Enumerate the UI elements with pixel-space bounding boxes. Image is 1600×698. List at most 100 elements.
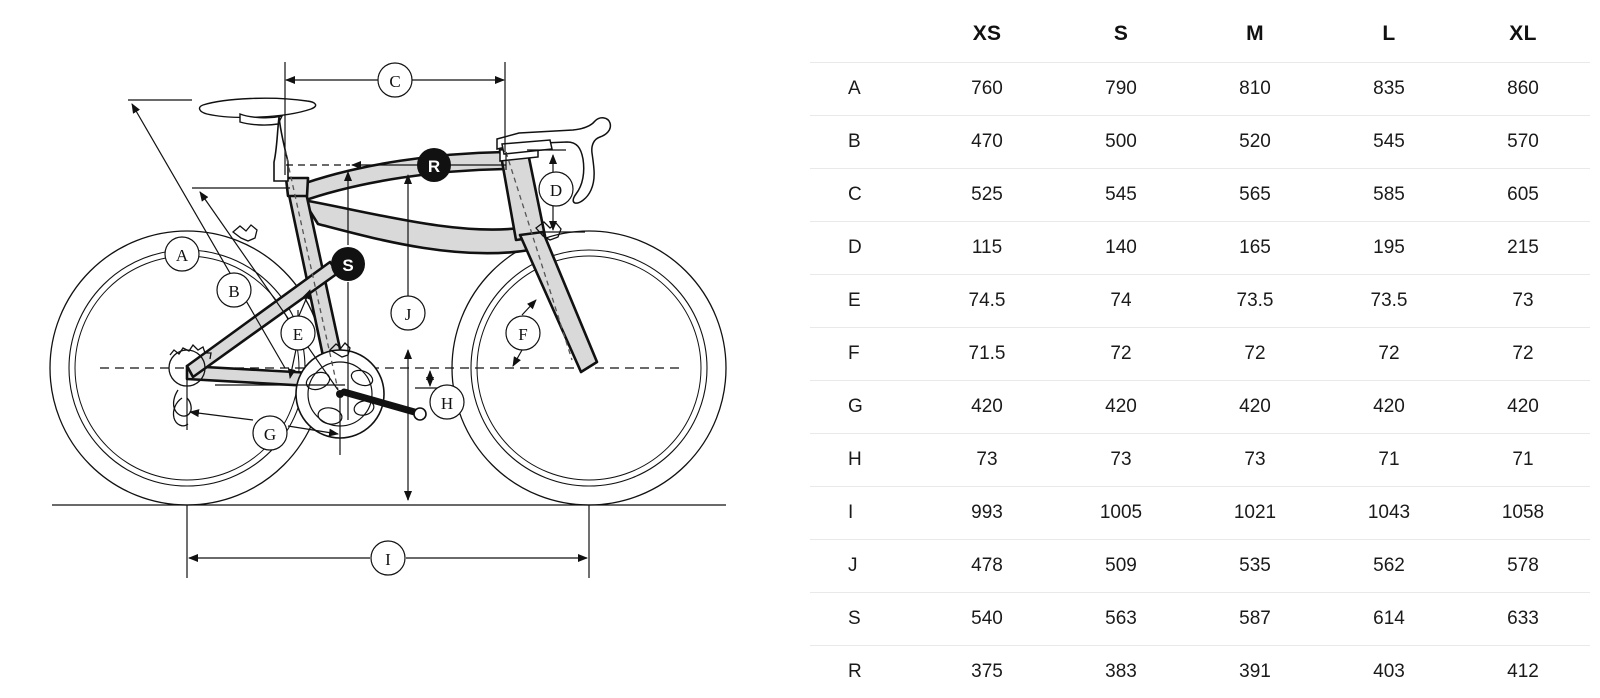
cell-value: 383 [1054, 646, 1188, 698]
crankset [296, 350, 426, 438]
cell-value: 545 [1054, 169, 1188, 222]
cell-value: 420 [1188, 381, 1322, 434]
cell-value: 860 [1456, 63, 1590, 116]
svg-text:D: D [550, 181, 562, 200]
cell-value: 72 [1188, 328, 1322, 381]
row-label: F [810, 328, 920, 381]
cell-value: 810 [1188, 63, 1322, 116]
svg-text:E: E [293, 325, 303, 344]
rear-brake [233, 225, 257, 241]
callout-F: F [506, 316, 540, 350]
cell-value: 563 [1054, 593, 1188, 646]
svg-text:I: I [385, 550, 391, 569]
row-label: A [810, 63, 920, 116]
cell-value: 391 [1188, 646, 1322, 698]
callout-I: I [371, 541, 405, 575]
cell-value: 760 [920, 63, 1054, 116]
cell-value: 545 [1322, 116, 1456, 169]
cell-value: 520 [1188, 116, 1322, 169]
svg-text:C: C [389, 72, 400, 91]
cell-value: 71.5 [920, 328, 1054, 381]
callout-G: G [253, 416, 287, 450]
cell-value: 73 [1188, 434, 1322, 487]
cell-value: 1058 [1456, 487, 1590, 540]
row-label: C [810, 169, 920, 222]
cell-value: 71 [1456, 434, 1590, 487]
callout-E: E [281, 316, 315, 350]
cell-value: 835 [1322, 63, 1456, 116]
cell-value: 509 [1054, 540, 1188, 593]
cell-value: 525 [920, 169, 1054, 222]
callout-C: C [378, 63, 412, 97]
svg-text:S: S [342, 256, 353, 275]
cell-value: 74.5 [920, 275, 1054, 328]
cell-value: 540 [920, 593, 1054, 646]
row-label: E [810, 275, 920, 328]
callout-H: H [430, 385, 464, 419]
callout-B: B [217, 273, 251, 307]
cell-value: 614 [1322, 593, 1456, 646]
cell-value: 578 [1456, 540, 1590, 593]
cell-value: 165 [1188, 222, 1322, 275]
cell-value: 420 [1456, 381, 1590, 434]
cell-value: 605 [1456, 169, 1590, 222]
cell-value: 585 [1322, 169, 1456, 222]
cell-value: 72 [1322, 328, 1456, 381]
cell-value: 1021 [1188, 487, 1322, 540]
bike-diagram-panel: C A B [0, 0, 800, 683]
cell-value: 375 [920, 646, 1054, 698]
cell-value: 73.5 [1322, 275, 1456, 328]
cell-value: 403 [1322, 646, 1456, 698]
row-label: I [810, 487, 920, 540]
cell-value: 500 [1054, 116, 1188, 169]
cell-value: 74 [1054, 275, 1188, 328]
cell-value: 420 [1054, 381, 1188, 434]
callout-D: D [539, 172, 573, 206]
cell-value: 790 [1054, 63, 1188, 116]
cell-value: 565 [1188, 169, 1322, 222]
cell-value: 72 [1456, 328, 1590, 381]
cell-value: 470 [920, 116, 1054, 169]
svg-text:R: R [428, 157, 440, 176]
header-size-m: M [1188, 8, 1322, 63]
cell-value: 72 [1054, 328, 1188, 381]
cell-value: 115 [920, 222, 1054, 275]
cell-value: 1043 [1322, 487, 1456, 540]
header-row: XS S M L XL [810, 8, 1590, 63]
header-measure-label [810, 8, 920, 63]
cell-value: 73 [1456, 275, 1590, 328]
svg-text:J: J [405, 305, 412, 324]
cell-value: 1005 [1054, 487, 1188, 540]
svg-text:H: H [441, 394, 453, 413]
row-label: J [810, 540, 920, 593]
callout-A: A [165, 237, 199, 271]
dimension-A [128, 100, 285, 368]
svg-text:A: A [176, 246, 189, 265]
cell-value: 478 [920, 540, 1054, 593]
bike-geometry-svg: C A B [0, 0, 800, 683]
cell-value: 215 [1456, 222, 1590, 275]
cell-value: 587 [1188, 593, 1322, 646]
callout-J: J [391, 296, 425, 330]
cell-value: 535 [1188, 540, 1322, 593]
cell-value: 140 [1054, 222, 1188, 275]
callout-R: R [417, 148, 451, 182]
header-size-s: S [1054, 8, 1188, 63]
bike-geometry-page: C A B [0, 0, 1600, 683]
cell-value: 562 [1322, 540, 1456, 593]
cell-value: 73.5 [1188, 275, 1322, 328]
seatpost [274, 117, 288, 181]
row-label: S [810, 593, 920, 646]
row-label: R [810, 646, 920, 698]
